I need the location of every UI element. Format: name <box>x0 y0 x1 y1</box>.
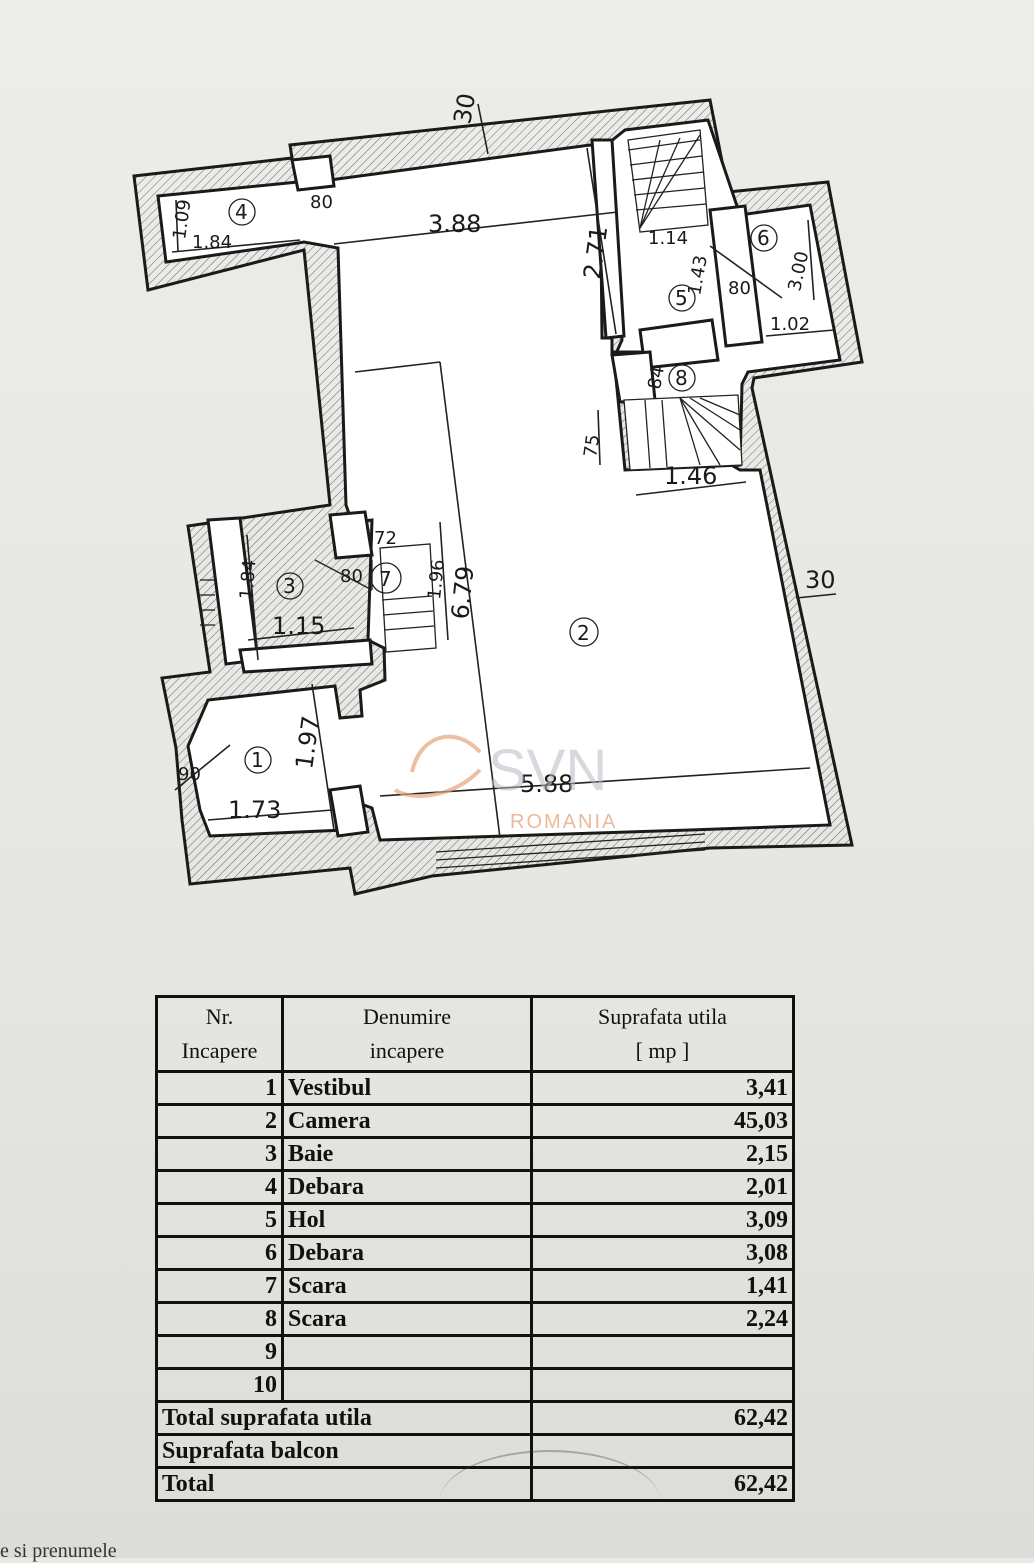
total-label: Total <box>155 1466 533 1502</box>
stair-top <box>627 129 709 233</box>
dim-stair-75: 75 <box>580 433 604 459</box>
dim-top-wall: 30 <box>448 91 481 126</box>
total-util-value: 62,42 <box>530 1400 795 1436</box>
svg-text:4: 4 <box>235 200 248 224</box>
footer-note: e si prenumele <box>0 1540 117 1562</box>
table-row: 9 <box>155 1334 795 1370</box>
dim-debara4-w: 1.73 <box>228 796 281 824</box>
room-marker-8: 8 <box>668 364 696 392</box>
dim-door-baie: 80 <box>340 566 363 587</box>
dim-scara-196: 1.96 <box>424 558 449 600</box>
stair-bottom <box>623 394 743 471</box>
dim-door-right: 80 <box>728 278 751 299</box>
balcon-value <box>530 1433 795 1469</box>
room-marker-4: 4 <box>228 198 256 226</box>
svg-text:7: 7 <box>379 567 392 591</box>
dim-stair-84: 84 <box>644 365 669 391</box>
svg-text:6: 6 <box>757 226 770 250</box>
total-value: 62,42 <box>530 1466 795 1502</box>
stair-scara-7 <box>314 543 437 653</box>
dim-baie-w: 1.15 <box>272 612 325 640</box>
svg-text:2: 2 <box>577 621 590 645</box>
watermark-brand: SVN <box>488 738 607 803</box>
dim-door-90: 90 <box>178 764 201 785</box>
dim-camera-w: 5.88 <box>520 770 573 798</box>
table-row: 10 <box>155 1367 795 1403</box>
room-markers: 1 2 3 4 5 6 7 8 <box>228 198 778 774</box>
room-marker-1: 1 <box>244 746 272 774</box>
room-marker-5: 5 <box>668 284 696 312</box>
partitions <box>206 138 764 838</box>
watermark: SVN ROMANIA <box>393 734 617 833</box>
watermark-country: ROMANIA <box>510 811 617 833</box>
room-marker-7: 7 <box>370 562 402 594</box>
dim-stair-top: 1.14 <box>648 228 688 249</box>
svg-text:3: 3 <box>283 574 296 598</box>
floor-plan: 30 30 1.84 1.09 80 3.88 2.71 1.14 1.43 3… <box>132 91 864 896</box>
header-area: Suprafata utila[ mp ] <box>530 995 795 1073</box>
dim-baie-h: 1.84 <box>236 559 260 601</box>
header-nr: Nr.Incapere <box>155 995 284 1073</box>
room-marker-3: 3 <box>276 572 304 600</box>
svg-text:8: 8 <box>675 366 688 390</box>
room-marker-2: 2 <box>569 617 599 647</box>
svg-text:5: 5 <box>675 286 688 310</box>
dim-top-span: 3.88 <box>428 210 481 238</box>
dim-scara-72: 72 <box>374 528 397 549</box>
svg-text:1: 1 <box>251 748 264 772</box>
balcon-label: Suprafata balcon <box>155 1433 533 1469</box>
dim-right-wall: 30 <box>805 566 836 594</box>
balcon-row: Suprafata balcon <box>155 1433 795 1469</box>
dim-stair-w: 1.46 <box>664 462 717 490</box>
dim-debara-w: 1.02 <box>770 314 810 335</box>
dim-vestibul-w: 1.84 <box>192 232 232 253</box>
total-row: Total 62,42 <box>155 1466 795 1502</box>
total-util-label: Total suprafata utila <box>155 1400 533 1436</box>
dim-door-top: 80 <box>310 192 333 213</box>
total-util-row: Total suprafata utila 62,42 <box>155 1400 795 1436</box>
room-marker-6: 6 <box>750 224 778 252</box>
dim-camera-h: 6.79 <box>446 565 479 621</box>
balcony-window <box>200 579 706 869</box>
